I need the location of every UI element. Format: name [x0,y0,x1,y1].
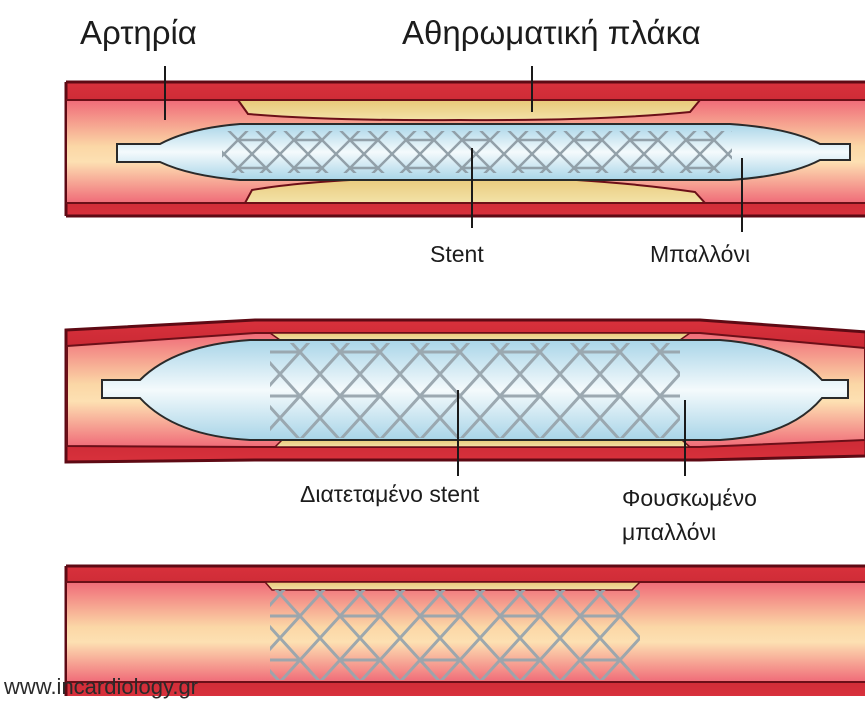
expanded-stent [270,343,680,438]
plaque-top-1 [238,100,700,120]
plaque-compressed-top [270,333,690,340]
implanted-stent [270,590,640,680]
label-inflated-balloon-line2: μπαλλόνι [622,519,716,545]
label-inflated-balloon-line1: Φουσκωμένο [622,485,757,511]
plaque-compressed-bottom [275,440,690,447]
label-expanded-stent: Διατεταμένο stent [300,481,480,507]
label-plaque: Αθηρωματική πλάκα [402,14,701,51]
plaque-residual-top [265,582,640,590]
watermark-text: www.incardiology.gr [3,674,198,699]
stage-1-deflated-balloon [66,66,865,232]
crimped-stent [222,131,732,173]
label-stent: Stent [430,241,484,267]
label-balloon: Μπαλλόνι [650,241,750,267]
label-artery: Αρτηρία [80,14,197,51]
stage-2-inflated-balloon [66,320,865,476]
